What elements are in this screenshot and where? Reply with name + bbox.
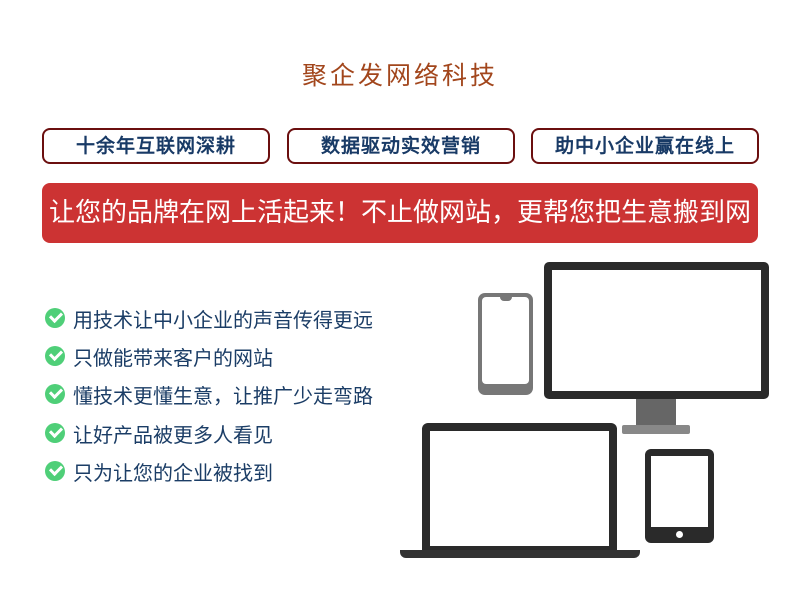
- badge-data-driven: 数据驱动实效营销: [287, 128, 515, 164]
- check-icon: [45, 308, 65, 328]
- feature-item: 只做能带来客户的网站: [45, 343, 273, 370]
- check-icon: [45, 461, 65, 481]
- feature-text: 只为让您的企业被找到: [73, 460, 273, 485]
- feature-text: 只做能带来客户的网站: [73, 345, 273, 370]
- feature-item: 让好产品被更多人看见: [45, 420, 273, 447]
- check-icon: [45, 384, 65, 404]
- feature-text: 懂技术更懂生意，让推广少走弯路: [73, 383, 373, 408]
- check-icon: [45, 346, 65, 366]
- slogan-banner: 让您的品牌在网上活起来！不止做网站，更帮您把生意搬到网上！: [42, 183, 758, 288]
- page-title: 聚企发网络科技: [301, 61, 498, 90]
- feature-text: 用技术让中小企业的声音传得更远: [73, 307, 373, 332]
- check-icon: [45, 423, 65, 443]
- feature-item: 懂技术更懂生意，让推广少走弯路: [45, 381, 373, 408]
- feature-item: 只为让您的企业被找到: [45, 458, 273, 485]
- feature-text: 让好产品被更多人看见: [73, 422, 273, 447]
- feature-item: 用技术让中小企业的声音传得更远: [45, 305, 373, 332]
- badge-sme: 助中小企业赢在线上: [531, 128, 759, 164]
- badge-experience: 十余年互联网深耕: [42, 128, 270, 164]
